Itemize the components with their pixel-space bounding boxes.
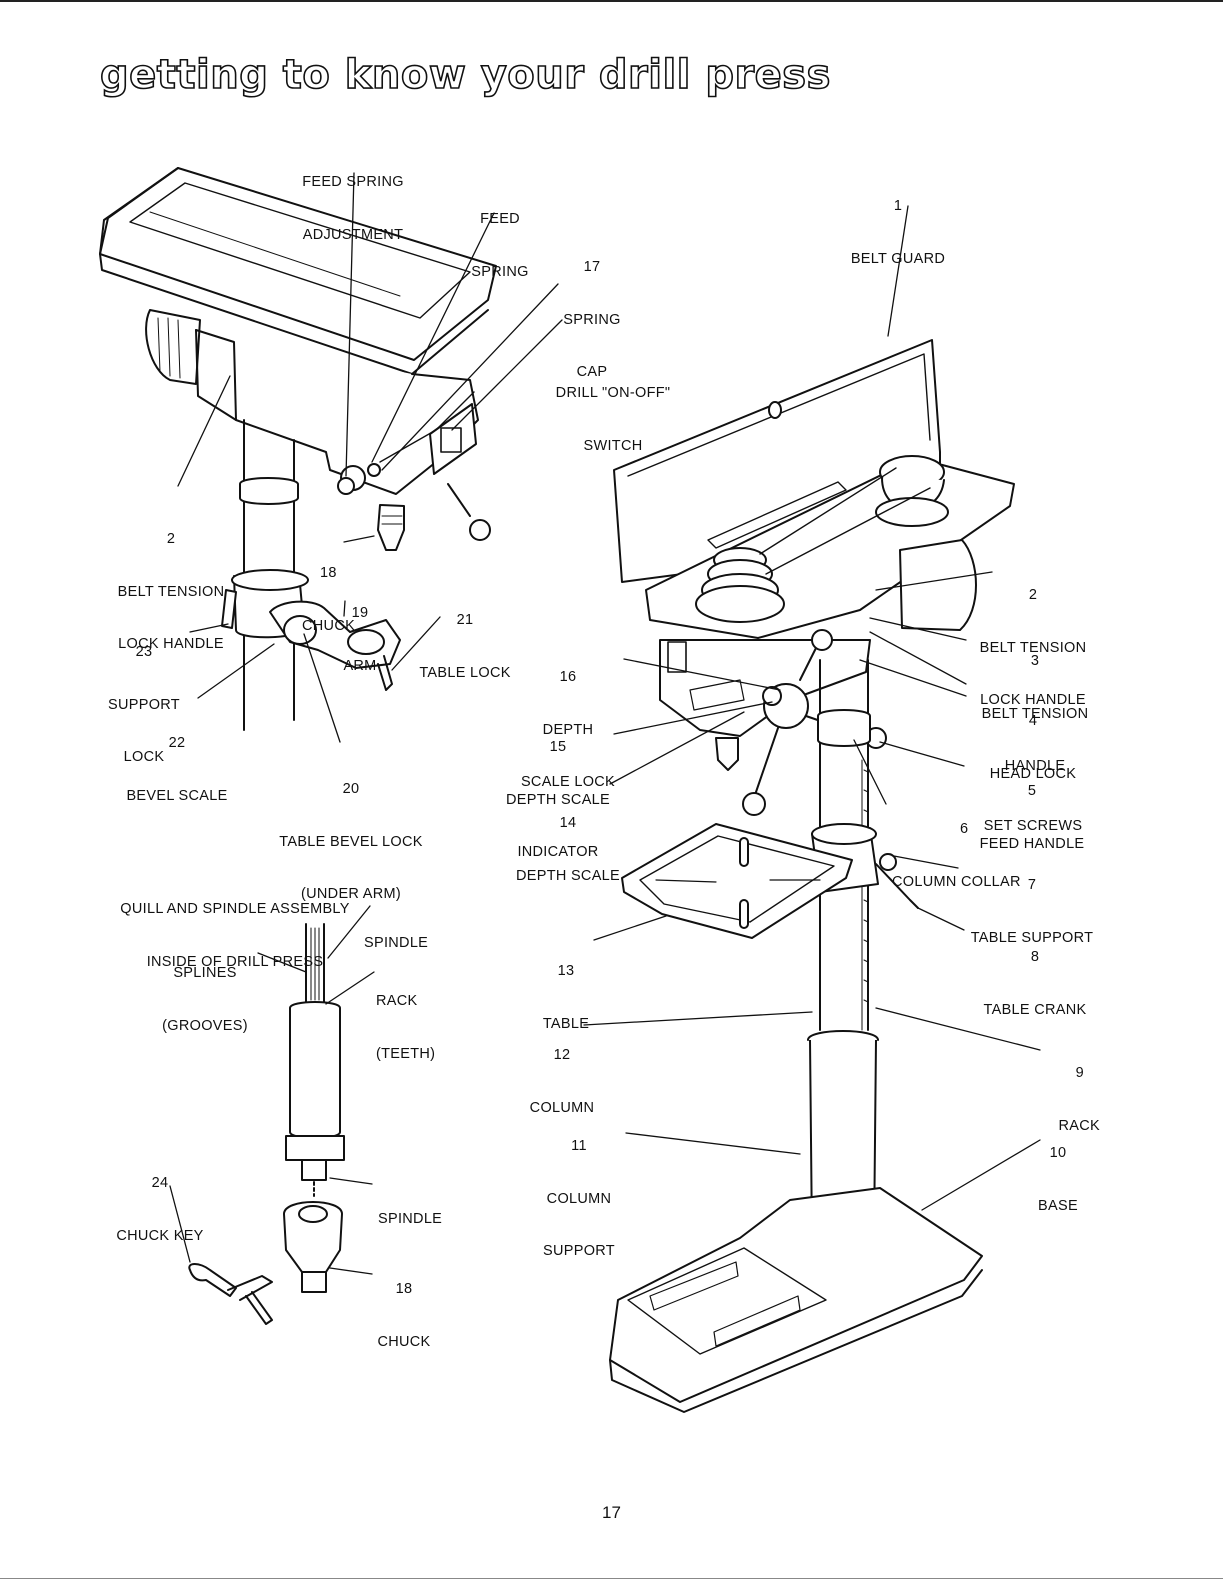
label-quill-spindle-heading: QUILL AND SPINDLE ASSEMBLY INSIDE OF DRI… xyxy=(120,901,350,970)
page-number: 17 xyxy=(602,1503,621,1522)
label-table-crank: 8 TABLE CRANK xyxy=(983,949,1087,1018)
label-base: 10 BASE xyxy=(1038,1145,1078,1214)
label-rack: 9 RACK xyxy=(1058,1065,1100,1134)
label-table-support: 7 TABLE SUPPORT xyxy=(970,877,1094,946)
label-rack-teeth: RACK (TEETH) xyxy=(376,993,436,1062)
label-feed-handle: 5 FEED HANDLE xyxy=(979,783,1085,852)
label-column: 12 COLUMN xyxy=(529,1047,595,1116)
label-belt-tension-lock-handle-left: 2 BELT TENSION LOCK HANDLE xyxy=(117,531,225,652)
label-depth-scale: 14 DEPTH SCALE xyxy=(515,815,621,884)
bottom-border xyxy=(0,1578,1223,1579)
label-spindle-top: SPINDLE xyxy=(364,935,429,951)
label-spring-cap: 17 SPRING CAP xyxy=(563,259,621,380)
label-table: 13 TABLE xyxy=(542,963,590,1032)
label-feed-spring: FEED SPRING xyxy=(471,211,529,280)
label-depth-scale-lock: 16 DEPTH SCALE LOCK xyxy=(520,669,616,790)
label-column-support: 11 COLUMN SUPPORT xyxy=(543,1138,615,1259)
page-title: getting to know your drill press xyxy=(99,51,831,99)
label-feed-spring-adjustment: FEED SPRING ADJUSTMENT xyxy=(302,174,404,243)
top-border xyxy=(0,0,1223,2)
leader-lines xyxy=(169,172,1041,1275)
label-column-collar: 6 COLUMN COLLAR xyxy=(892,821,1021,890)
label-chuck-top: 18 CHUCK xyxy=(302,565,356,634)
label-chuck-key: 24 CHUCK KEY xyxy=(116,1175,204,1244)
label-table-bevel-lock: 20 TABLE BEVEL LOCK (UNDER ARM) xyxy=(279,781,423,902)
label-arm: 19 ARM xyxy=(343,605,377,674)
label-support-lock: 23 SUPPORT LOCK xyxy=(108,644,180,765)
label-head-lock-set-screws: 4 HEAD LOCK SET SCREWS xyxy=(983,713,1083,834)
quill-spindle-drawing xyxy=(188,923,345,1325)
label-belt-tension-handle: 3 BELT TENSION HANDLE xyxy=(981,653,1089,774)
label-on-off-switch: DRILL "ON-OFF" SWITCH xyxy=(555,385,671,454)
label-bevel-scale: 22 BEVEL SCALE xyxy=(126,735,228,804)
label-belt-guard: 1 BELT GUARD xyxy=(850,198,946,267)
label-depth-scale-indicator: 15 DEPTH SCALE INDICATOR xyxy=(505,739,611,860)
label-table-lock: 21 TABLE LOCK xyxy=(419,612,511,681)
label-spindle-bottom: SPINDLE xyxy=(378,1211,443,1227)
full-drill-press-drawing xyxy=(609,339,1015,1413)
label-belt-tension-lock-handle-right: 2 BELT TENSION LOCK HANDLE xyxy=(979,587,1087,708)
head-closeup-drawing xyxy=(99,167,497,731)
label-chuck-bottom: 18 CHUCK xyxy=(377,1281,431,1350)
label-splines: SPLINES (GROOVES) xyxy=(162,965,248,1034)
